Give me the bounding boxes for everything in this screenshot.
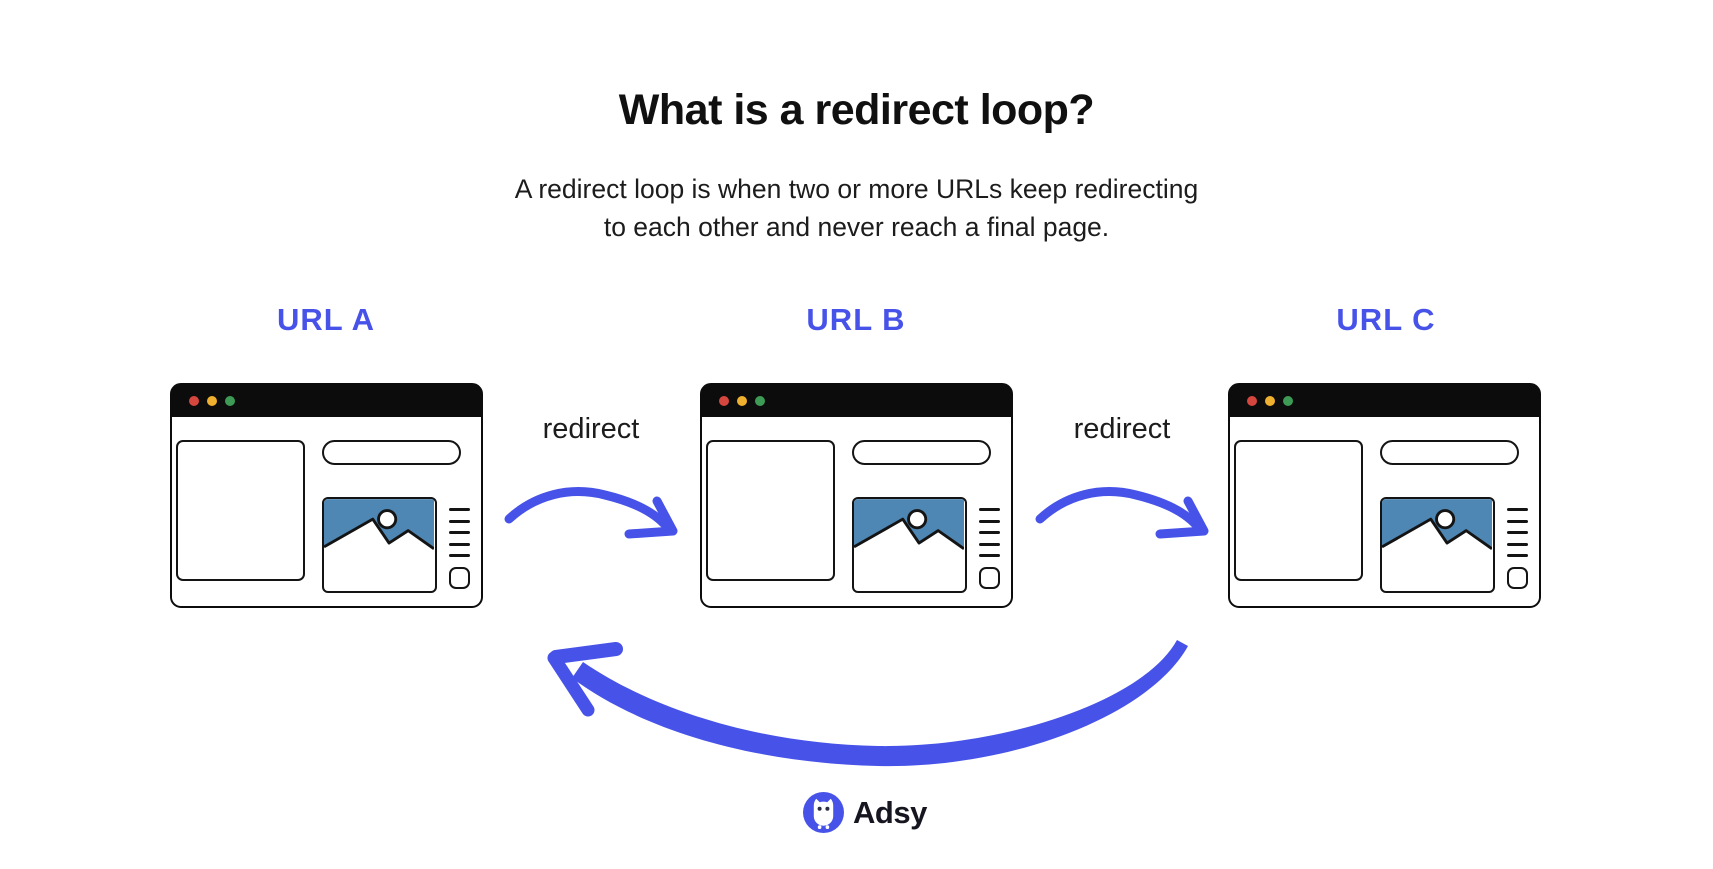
url-c-label: URL C [1336,302,1436,337]
sidebar-placeholder [1234,440,1363,581]
address-bar-placeholder [1380,440,1519,465]
sidebar-placeholder [706,440,835,581]
button-placeholder [979,567,1000,589]
sidebar-placeholder [176,440,305,581]
subtitle-line-1: A redirect loop is when two or more URLs… [514,174,1199,204]
text-lines-placeholder [449,508,470,566]
page-title: What is a redirect loop? [618,86,1095,134]
red-dot-icon [189,396,199,406]
browser-content [172,417,481,605]
browser-content [702,417,1011,605]
mountain-photo-icon [322,497,437,593]
browser-content [1230,417,1539,605]
address-bar-placeholder [852,440,991,465]
button-placeholder [449,567,470,589]
red-dot-icon [1247,396,1257,406]
loop-back-arrow-icon [547,640,1188,767]
owl-icon [803,792,844,833]
browser-titlebar [1230,385,1539,417]
browser-titlebar [172,385,481,417]
subtitle-line-2: to each other and never reach a final pa… [603,212,1110,242]
yellow-dot-icon [737,396,747,406]
redirect-arrow-icon [1035,487,1209,539]
url-b-label: URL B [806,302,906,337]
browser-titlebar [702,385,1011,417]
redirect-label-b-to-c: redirect [1073,413,1171,445]
browser-window-url-c [1228,383,1541,608]
text-lines-placeholder [979,508,1000,566]
text-lines-placeholder [1507,508,1528,566]
page-subtitle: A redirect loop is when two or more URLs… [0,170,1713,246]
address-bar-placeholder [322,440,461,465]
adsy-logo: Adsy [803,792,927,833]
redirect-label-a-to-b: redirect [542,413,640,445]
url-a-label: URL A [277,302,375,337]
browser-window-url-b [700,383,1013,608]
red-dot-icon [719,396,729,406]
redirect-arrow-icon [504,487,678,539]
button-placeholder [1507,567,1528,589]
green-dot-icon [1283,396,1293,406]
mountain-photo-icon [1380,497,1495,593]
green-dot-icon [225,396,235,406]
logo-text: Adsy [853,794,927,830]
mountain-photo-icon [852,497,967,593]
browser-window-url-a [170,383,483,608]
yellow-dot-icon [1265,396,1275,406]
yellow-dot-icon [207,396,217,406]
green-dot-icon [755,396,765,406]
